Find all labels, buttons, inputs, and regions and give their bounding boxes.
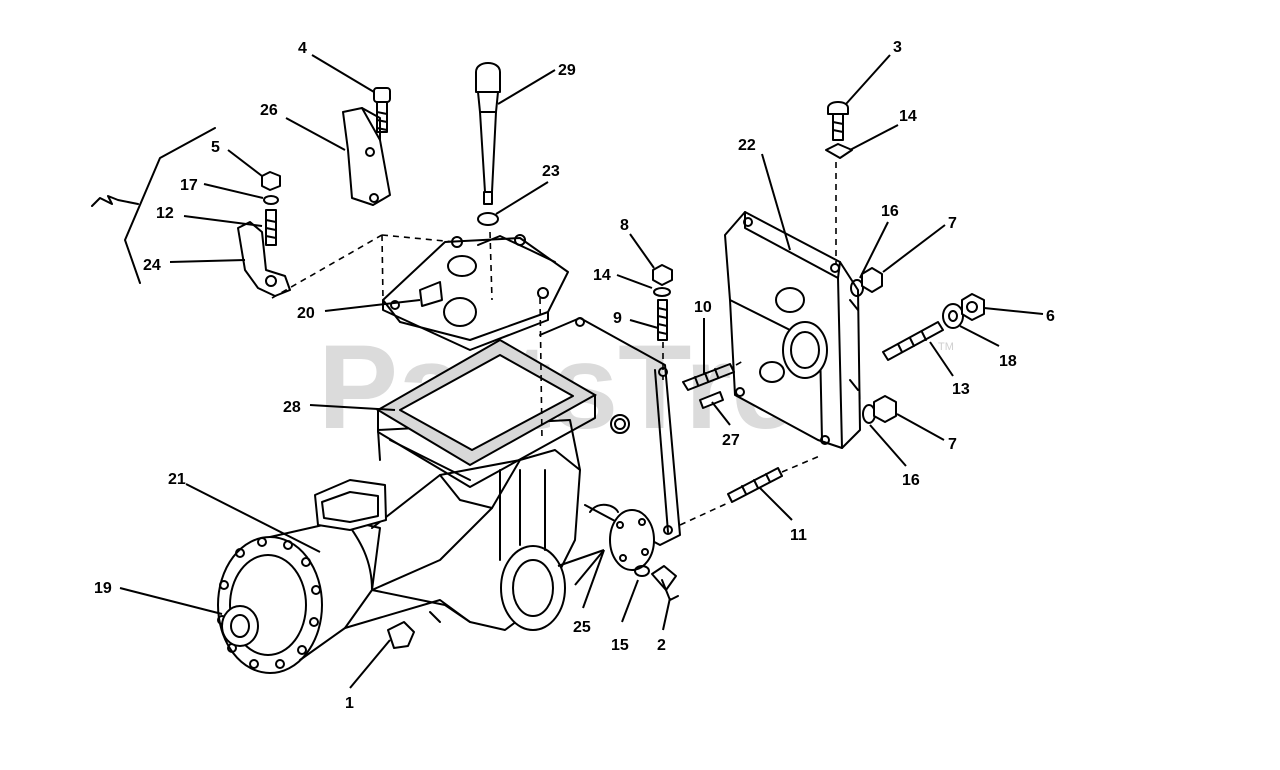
part-19-seal [221, 605, 259, 647]
callout-1: 1 [345, 695, 354, 712]
callout-2: 2 [657, 637, 666, 654]
watermark-trademark: TM [938, 341, 954, 353]
callout-6: 6 [1046, 308, 1055, 325]
callout-8: 8 [620, 217, 629, 234]
part-2-bolt [651, 565, 679, 601]
callout-numbers: 1 2 3 4 5 6 7 7 8 9 10 11 12 13 14 14 15… [94, 39, 1055, 712]
part-6-nut [961, 293, 985, 321]
callout-10: 10 [694, 299, 712, 316]
part-28-gasket [376, 338, 598, 488]
part-14-washer-left [653, 287, 671, 297]
callout-18: 18 [999, 353, 1017, 370]
part-1-plug [387, 621, 415, 649]
callout-17: 17 [180, 177, 198, 194]
part-17-washer [263, 195, 279, 205]
callout-19: 19 [94, 580, 112, 597]
part-7-nut-upper [861, 267, 883, 293]
callout-16-upper: 16 [881, 203, 899, 220]
part-27-dowel-pin [699, 391, 724, 409]
callout-5: 5 [211, 139, 220, 156]
part-13-stud [882, 321, 944, 361]
part-26-bracket [342, 107, 391, 206]
callout-13: 13 [952, 381, 970, 398]
callout-21: 21 [168, 471, 186, 488]
callout-3: 3 [893, 39, 902, 56]
part-18-tab-washer [942, 303, 964, 329]
part-4-bolt [373, 87, 391, 133]
leader-lines [119, 54, 1044, 689]
part-12-bolt [265, 209, 277, 246]
part-29-shift-lever [475, 62, 501, 205]
part-16-washer-upper [850, 279, 864, 297]
callout-7-upper: 7 [948, 215, 957, 232]
callout-27: 27 [722, 432, 740, 449]
part-10-stud [682, 363, 735, 391]
part-20-top-cover [382, 234, 569, 351]
part-25-cover-plate [589, 503, 655, 571]
callout-14-right: 14 [899, 108, 917, 125]
part-14-lock-washer-upper [825, 143, 853, 159]
callout-24: 24 [143, 257, 161, 274]
callout-9: 9 [613, 310, 622, 327]
part-24-bracket [237, 221, 291, 297]
part-5-nut [261, 171, 281, 191]
callout-25: 25 [573, 619, 591, 636]
part-7-nut-lower [873, 395, 897, 423]
callout-12: 12 [156, 205, 174, 222]
callout-4: 4 [298, 40, 307, 57]
assembly-dashed-lines [271, 162, 837, 526]
callout-7-lower: 7 [948, 436, 957, 453]
part-22-rear-cover [724, 211, 861, 449]
callout-22: 22 [738, 137, 756, 154]
callout-20: 20 [297, 305, 315, 322]
callout-11: 11 [790, 527, 807, 544]
part-15-washer [634, 565, 650, 577]
callout-28: 28 [283, 399, 301, 416]
part-3-bolt [827, 101, 849, 141]
callout-23: 23 [542, 163, 560, 180]
callout-26: 26 [260, 102, 278, 119]
part-8-nut [652, 264, 673, 286]
callout-15: 15 [611, 637, 629, 654]
part-9-stud [657, 299, 668, 341]
callout-16-lower: 16 [902, 472, 920, 489]
part-11-stud [727, 467, 783, 503]
callout-14-left: 14 [593, 267, 611, 284]
part-23-o-ring [477, 212, 499, 226]
break-line-symbol [91, 127, 216, 284]
callout-29: 29 [558, 62, 576, 79]
